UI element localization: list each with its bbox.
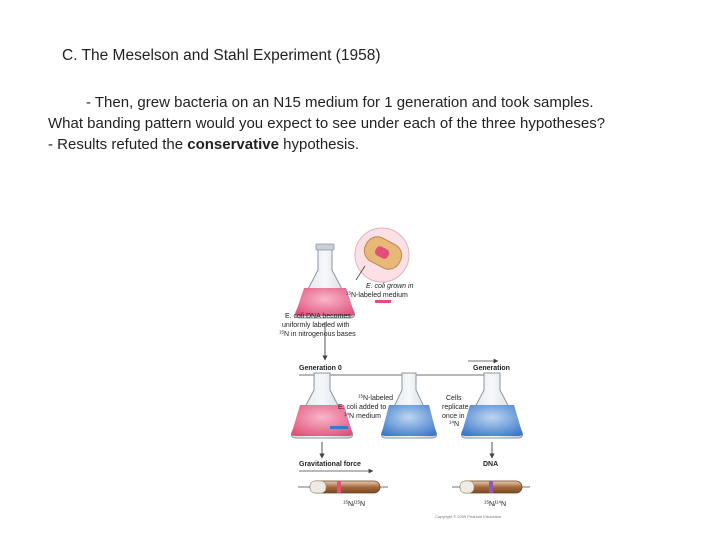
added-label-1: 15N-labeled [358,394,393,403]
slide-title: C. The Meselson and Stahl Experiment (19… [62,47,381,64]
conservative-emphasis: conservative [187,136,279,153]
grown-label-2: 15N-labeled medium [346,291,408,300]
body-line-3-pre: - Results refuted the [48,136,188,153]
flask-generation-0-source [295,243,355,319]
meselson-stahl-figure: E. coli grown in 15N-labeled medium E. c… [279,227,530,519]
slide-body: - Then, grew bacteria on an N15 medium f… [48,92,688,155]
body-line-1: - Then, grew bacteria on an N15 medium f… [86,94,594,111]
n14-color-swatch [330,426,348,429]
band-n15-n14 [489,481,493,493]
tube-right-label: 15N/14N [484,500,506,509]
body-line-3: - Results refuted the conservative hypot… [48,134,688,155]
dna-label-1: E. coli DNA becomes [285,313,351,320]
cells-label-4: 14N [449,420,459,429]
cells-label-2: replicate [442,404,469,411]
tube-generation-1 [452,480,530,494]
n15-color-swatch [375,300,391,303]
cells-label-3: once in [442,413,465,420]
body-line-2: What banding pattern would you expect to… [48,115,606,132]
copyright-caption: Copyright © 2009 Pearson Education [435,514,501,519]
dna-label-2: uniformly labeled with [282,322,349,329]
band-n15-n15 [337,481,341,493]
tube-generation-0 [298,480,388,494]
dna-label-3: 15N in nitrogenous bases [279,330,356,339]
bacterium-bubble [354,227,410,283]
cells-label-1: Cells [446,395,462,402]
added-label-2: E. coli added to [338,404,386,411]
generation-label: Generation [473,365,510,372]
flask-n14-medium [381,372,437,439]
tube-left-label: 15N/15N [343,500,365,509]
gravity-label: Gravitational force [299,461,361,468]
dna-label: DNA [483,461,498,468]
body-line-3-post: hypothesis. [278,136,360,153]
flask-generation-1 [461,372,523,439]
generation-0-label: Generation 0 [299,365,342,372]
grown-label-1: E. coli grown in [366,283,414,290]
added-label-3: 14N medium [344,412,381,421]
